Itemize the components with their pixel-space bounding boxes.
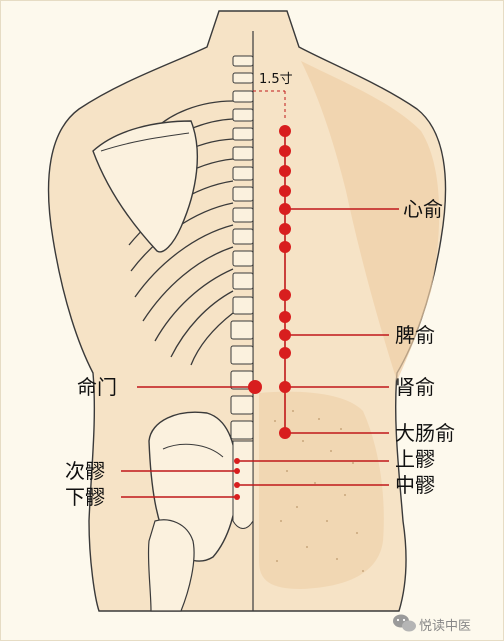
distance-label: 1.5寸 [259,72,293,87]
label-ciliao: 次髎 [65,459,105,483]
point-4 [279,185,291,197]
point-1 [279,125,291,137]
scapula [92,120,199,253]
label-pishu: 脾俞 [395,323,435,347]
point-11 [279,347,291,359]
point-9 [279,311,291,323]
stipple-texture [274,410,364,572]
point-6 [279,223,291,235]
point-2 [279,145,291,157]
wechat-icon [393,614,416,632]
label-shenshu: 肾俞 [395,375,435,399]
label-shangliao: 上髎 [395,447,435,471]
label-dachangshu: 大肠俞 [395,421,455,445]
point-7 [279,241,291,253]
point-pishu [279,329,291,341]
point-8 [279,289,291,301]
buttock-right [259,391,384,589]
label-xialiao: 下髎 [65,485,105,509]
spine-vertebrae [230,55,254,440]
label-xinshu: 心俞 [403,197,443,221]
point-3 [279,165,291,177]
point-xinshu [279,203,291,215]
label-zhongliao: 中髎 [395,473,435,497]
label-mingmen: 命门 [77,375,117,399]
point-mingmen [248,380,262,394]
watermark-text: 悦读中医 [419,619,472,634]
right-shading [301,61,440,381]
leader-lines [121,208,399,498]
acupoints [248,125,291,439]
point-dachangshu [279,427,291,439]
femur [147,519,195,612]
point-shenshu [279,381,291,393]
sacral-foramina [234,458,240,500]
